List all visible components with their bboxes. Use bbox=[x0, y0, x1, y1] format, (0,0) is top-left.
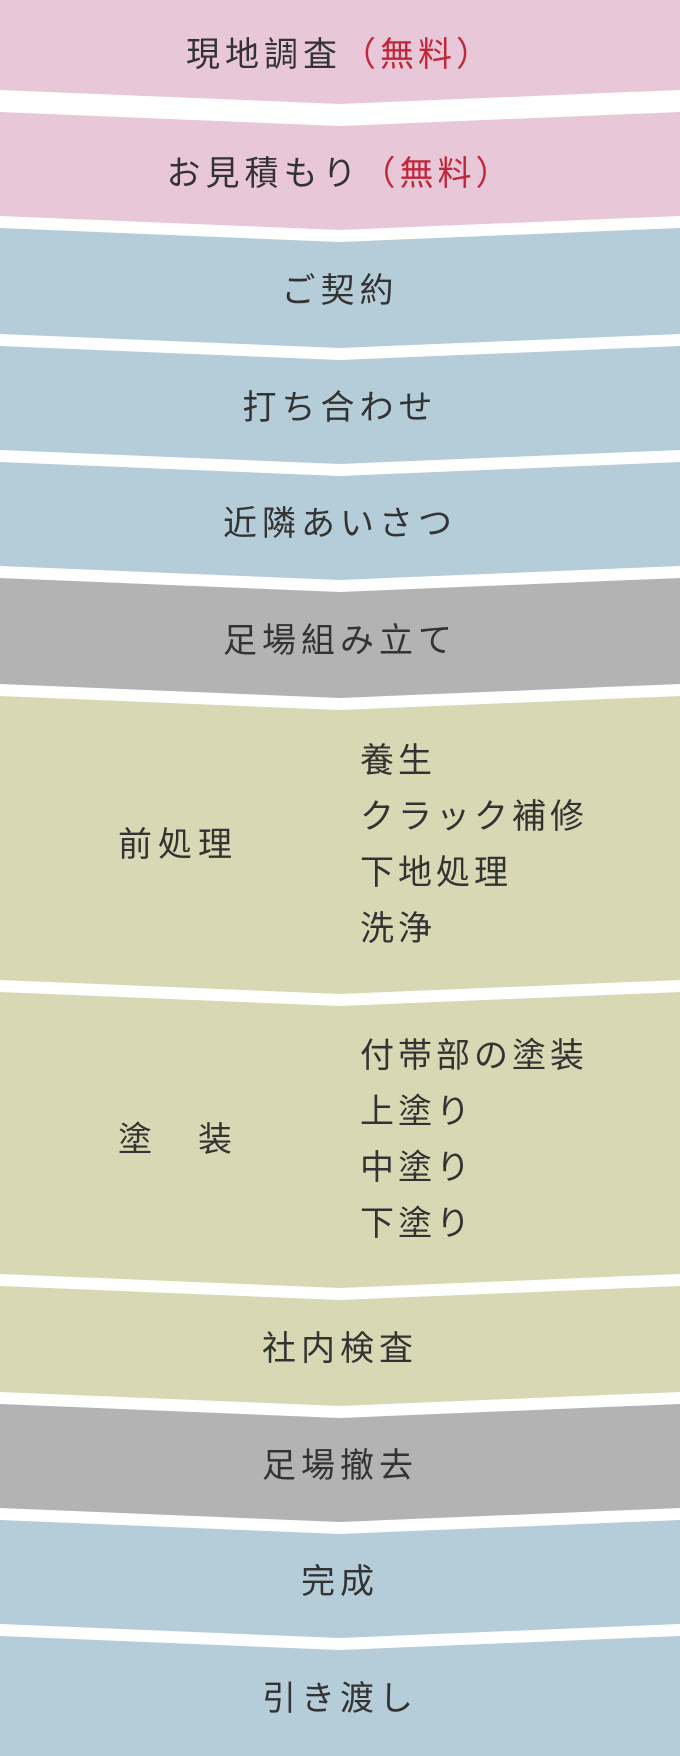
step-scaffold-assembly: 足場組み立て bbox=[0, 578, 680, 698]
step-label: 完成 bbox=[301, 1562, 379, 1602]
substep-base-treatment: 下地処理 bbox=[360, 853, 512, 893]
step-label: 引き渡し bbox=[262, 1679, 418, 1719]
step-handover: 引き渡し bbox=[0, 1636, 680, 1756]
substep-base-coat: 下塗り bbox=[360, 1204, 474, 1244]
free-note: （無料） bbox=[361, 154, 514, 194]
substep-top-coat: 上塗り bbox=[360, 1092, 474, 1132]
step-label: ご契約 bbox=[281, 271, 399, 311]
step-meeting: 打ち合わせ bbox=[0, 346, 680, 464]
step-completion: 完成 bbox=[0, 1520, 680, 1638]
step-label: 打ち合わせ bbox=[242, 388, 438, 428]
step-label: お見積もり bbox=[166, 154, 362, 194]
step-painting: 塗 装 付帯部の塗装 上塗り 中塗り 下塗り bbox=[0, 992, 680, 1288]
step-label: 前処理 bbox=[118, 825, 238, 865]
step-estimate: お見積もり（無料） bbox=[0, 112, 680, 230]
step-contract: ご契約 bbox=[0, 228, 680, 348]
substep-crack-repair: クラック補修 bbox=[360, 797, 588, 837]
step-scaffold-removal: 足場撤去 bbox=[0, 1404, 680, 1522]
step-internal-inspection: 社内検査 bbox=[0, 1286, 680, 1406]
step-label: 社内検査 bbox=[262, 1329, 418, 1369]
painting-items: 付帯部の塗装 上塗り 中塗り 下塗り bbox=[360, 1034, 588, 1246]
substep-curing: 養生 bbox=[360, 741, 436, 781]
step-label: 塗 装 bbox=[118, 1120, 238, 1160]
pretreatment-items: 養生 クラック補修 下地処理 洗浄 bbox=[360, 739, 588, 951]
step-site-survey: 現地調査（無料） bbox=[0, 0, 680, 104]
step-pretreatment: 前処理 養生 クラック補修 下地処理 洗浄 bbox=[0, 696, 680, 994]
substep-middle-coat: 中塗り bbox=[360, 1148, 474, 1188]
step-label: 足場組み立て bbox=[223, 621, 457, 661]
free-note: （無料） bbox=[342, 35, 494, 75]
step-neighbor-greeting: 近隣あいさつ bbox=[0, 462, 680, 580]
substep-accessory-painting: 付帯部の塗装 bbox=[360, 1036, 588, 1076]
substep-cleaning: 洗浄 bbox=[360, 909, 436, 949]
step-label: 足場撤去 bbox=[262, 1446, 418, 1486]
step-label: 近隣あいさつ bbox=[223, 504, 457, 544]
step-label: 現地調査 bbox=[186, 35, 342, 75]
